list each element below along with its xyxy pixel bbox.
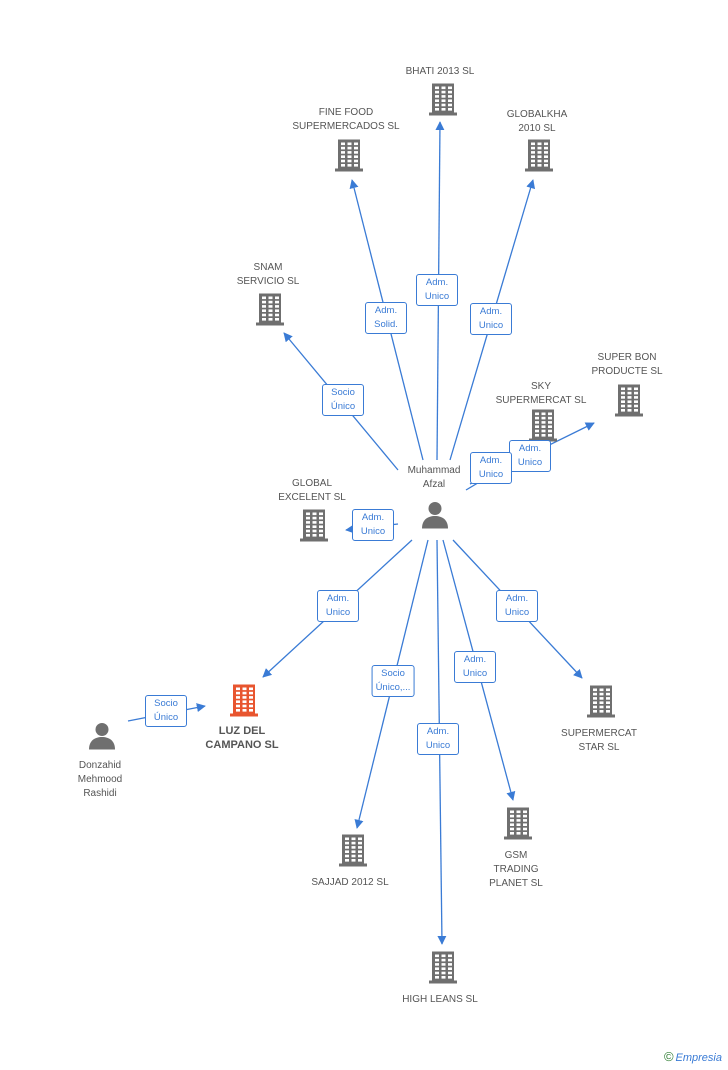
person-icon[interactable] bbox=[87, 721, 117, 756]
brand-name: Empresia bbox=[675, 1052, 722, 1064]
edge-label-muhammad-sajjad[interactable]: Socio Único,... bbox=[371, 665, 415, 697]
edge-label-muhammad-sky[interactable]: Adm. Unico bbox=[470, 452, 512, 484]
edge-label-muhammad-globalexcelent[interactable]: Adm. Unico bbox=[352, 509, 394, 541]
node-label-highleans[interactable]: HIGH LEANS SL bbox=[402, 994, 478, 1005]
building-icon[interactable] bbox=[334, 138, 364, 179]
node-label-luz[interactable]: LUZ DEL CAMPANO SL bbox=[205, 725, 279, 751]
building-icon[interactable] bbox=[255, 292, 285, 333]
edge-label-donzahid-luz[interactable]: Socio Único bbox=[145, 695, 187, 727]
edge-label-muhammad-snam[interactable]: Socio Único bbox=[322, 384, 364, 416]
node-label-gsm[interactable]: GSM TRADING PLANET SL bbox=[489, 850, 543, 889]
node-label-sky[interactable]: SKY SUPERMERCAT SL bbox=[495, 381, 587, 406]
building-icon[interactable] bbox=[338, 833, 368, 874]
node-label-supermercatstar[interactable]: SUPERMERCAT STAR SL bbox=[561, 728, 637, 753]
edge-label-muhammad-supermercatstar[interactable]: Adm. Unico bbox=[496, 590, 538, 622]
building-icon[interactable] bbox=[586, 684, 616, 725]
edge-label-muhammad-superbon[interactable]: Adm. Unico bbox=[509, 440, 551, 472]
node-label-finefood[interactable]: FINE FOOD SUPERMERCADOS SL bbox=[292, 107, 400, 132]
brand-footer: ©Empresia bbox=[664, 1049, 722, 1064]
copyright-icon: © bbox=[663, 1049, 674, 1064]
node-label-bhati[interactable]: BHATI 2013 SL bbox=[405, 66, 475, 77]
node-label-sajjad[interactable]: SAJJAD 2012 SL bbox=[311, 877, 389, 888]
edge-label-muhammad-gsm[interactable]: Adm. Unico bbox=[454, 651, 496, 683]
edge-label-muhammad-bhati[interactable]: Adm. Unico bbox=[416, 274, 458, 306]
edge-label-muhammad-finefood[interactable]: Adm. Solid. bbox=[365, 302, 407, 334]
node-label-globalexcelent[interactable]: GLOBAL EXCELENT SL bbox=[278, 478, 346, 503]
building-icon[interactable] bbox=[428, 950, 458, 991]
building-icon[interactable] bbox=[614, 383, 644, 424]
building-icon[interactable] bbox=[299, 508, 329, 549]
edge-label-muhammad-luz[interactable]: Adm. Unico bbox=[317, 590, 359, 622]
node-label-muhammad[interactable]: Muhammad Afzal bbox=[407, 465, 461, 490]
person-icon[interactable] bbox=[420, 500, 450, 535]
building-icon[interactable] bbox=[524, 138, 554, 179]
building-icon[interactable] bbox=[503, 806, 533, 847]
node-label-donzahid[interactable]: Donzahid Mehmood Rashidi bbox=[77, 760, 123, 799]
edge-label-muhammad-globalkha[interactable]: Adm. Unico bbox=[470, 303, 512, 335]
node-label-superbon[interactable]: SUPER BON PRODUCTE SL bbox=[591, 352, 663, 377]
focus-building-icon[interactable] bbox=[229, 683, 259, 724]
node-label-globalkha[interactable]: GLOBALKHA 2010 SL bbox=[506, 109, 568, 134]
edge-label-muhammad-highleans[interactable]: Adm. Unico bbox=[417, 723, 459, 755]
node-label-snam[interactable]: SNAM SERVICIO SL bbox=[236, 262, 300, 287]
building-icon[interactable] bbox=[428, 82, 458, 123]
